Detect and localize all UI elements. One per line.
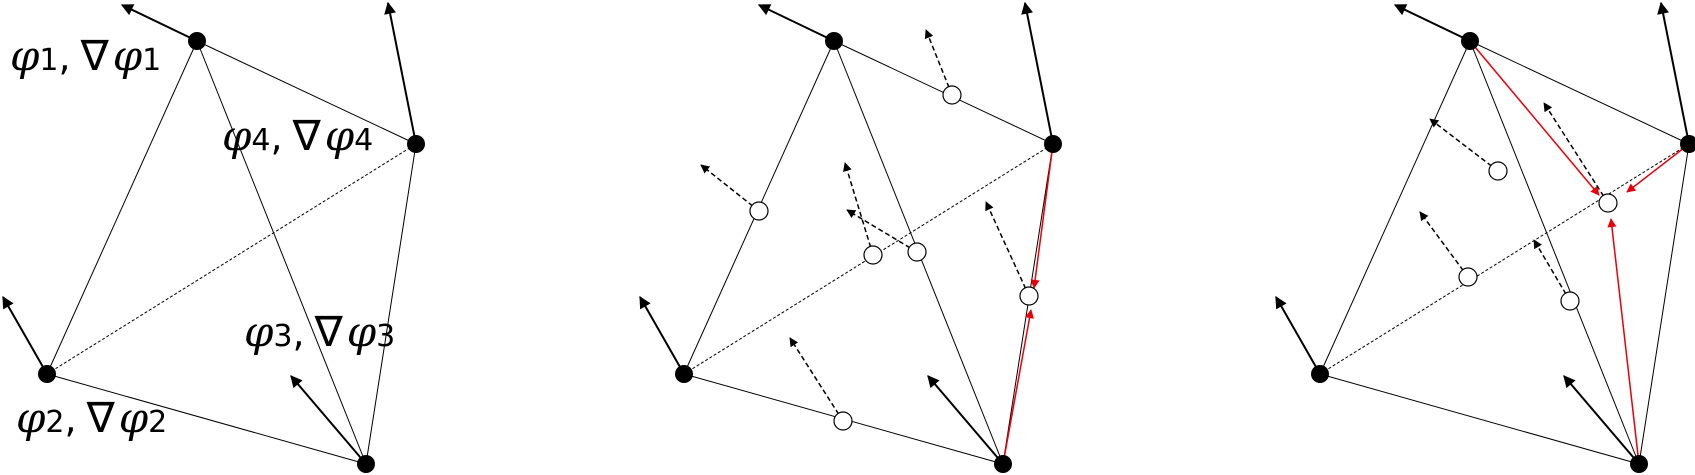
vertex-2: [1311, 365, 1329, 383]
gradient-arrow-2: [1275, 295, 1321, 375]
edge-1-2: [1319, 40, 1471, 375]
gradient-arrow-1: [757, 4, 835, 42]
vertex-1: [1461, 32, 1479, 50]
dashed-arrow-face-center-3: [1419, 211, 1469, 278]
red-arrow-from-vertex-4: [1626, 143, 1690, 193]
vertex-4: [1680, 135, 1695, 153]
dashed-arrow-mid-1-4: [924, 29, 953, 96]
label-vertex-4: φ4,∇φ4: [222, 111, 373, 160]
hidden-edge-2-4: [1319, 143, 1690, 375]
midpoint-node-3-4: [1019, 286, 1039, 306]
dashed-arrow-mid-1-3: [846, 209, 918, 253]
red-arrow-from-vertex-3: [1002, 309, 1034, 465]
edge-1-3: [1469, 40, 1640, 465]
edge-2-3: [1319, 373, 1640, 465]
face-center-node-4: [1560, 291, 1580, 311]
red-arrow-from-vertex-3: [1607, 218, 1640, 465]
face-center-node-2: [1598, 193, 1618, 213]
dashed-arrow-face-center-4: [1533, 239, 1571, 302]
gradient-arrow-4: [1021, 1, 1054, 145]
panel-3: [1275, 1, 1695, 473]
gradient-arrow-3: [927, 375, 1004, 465]
dashed-arrow-face-center-1: [1429, 118, 1499, 172]
vertex-1: [188, 32, 206, 50]
label-vertex-1: φ1,∇φ1: [10, 31, 161, 80]
midpoint-node-1-4: [942, 85, 962, 105]
dashed-arrow-mid-3-4: [985, 201, 1030, 297]
midpoint-node-1-2: [749, 201, 769, 221]
edge-2-3: [46, 373, 367, 465]
gradient-arrow-1: [120, 4, 198, 42]
vertex-4: [407, 135, 425, 153]
vertex-1: [825, 32, 843, 50]
red-arrow-from-vertex-4: [1030, 143, 1054, 289]
gradient-arrow-4: [1657, 1, 1690, 145]
face-center-node-3: [1458, 267, 1478, 287]
hidden-edge-2-4: [46, 143, 417, 375]
vertex-2: [38, 365, 56, 383]
dashed-arrow-mid-2-4: [843, 162, 874, 256]
label-vertex-2: φ2,∇φ2: [16, 393, 167, 442]
red-arrow-from-vertex-1: [1469, 40, 1600, 196]
gradient-arrow-4: [384, 1, 417, 145]
edge-1-2: [46, 40, 198, 375]
midpoint-node-2-4: [863, 245, 883, 265]
gradient-arrow-3: [290, 375, 367, 465]
edge-1-4: [1469, 40, 1690, 145]
vertex-2: [675, 365, 693, 383]
label-vertex-3: φ3,∇φ3: [244, 307, 395, 356]
gradient-arrow-1: [1393, 4, 1471, 42]
vertex-4: [1044, 135, 1062, 153]
edge-1-4: [196, 40, 417, 145]
midpoint-node-1-3: [907, 242, 927, 262]
edge-1-3: [196, 40, 367, 465]
panel-2: [639, 1, 1062, 473]
dashed-arrow-face-center-2: [1543, 102, 1609, 204]
edge-3-4: [365, 143, 417, 465]
vertex-3: [1630, 455, 1648, 473]
gradient-arrow-2: [639, 295, 685, 375]
midpoint-node-2-3: [833, 411, 853, 431]
vertex-3: [357, 455, 375, 473]
gradient-arrow-3: [1563, 375, 1640, 465]
gradient-arrow-2: [2, 295, 48, 375]
vertex-3: [994, 455, 1012, 473]
dashed-arrow-mid-1-2: [700, 164, 760, 212]
edge-3-4: [1638, 143, 1690, 465]
dashed-arrow-mid-2-3: [789, 337, 844, 422]
panel-1: φ1,∇φ1 φ4,∇φ4 φ3,∇φ3 φ2,∇φ2: [2, 1, 425, 473]
face-center-node-1: [1488, 161, 1508, 181]
